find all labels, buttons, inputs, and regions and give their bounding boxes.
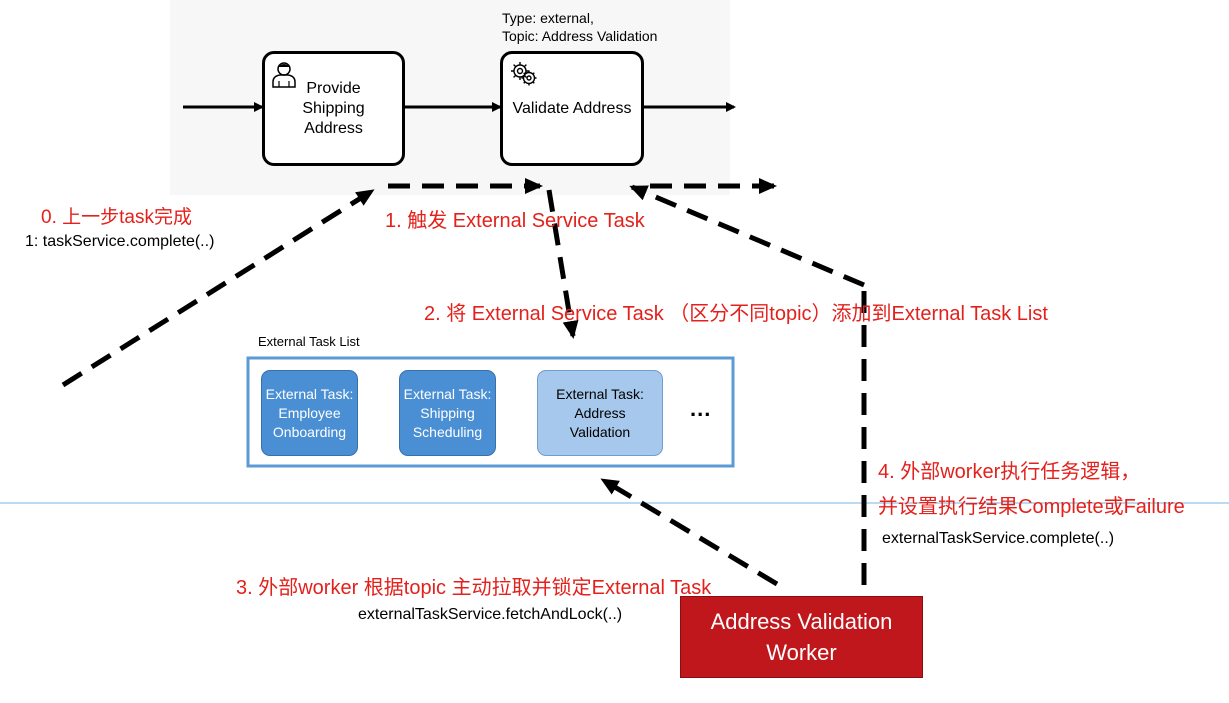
step4-arrow <box>629 184 865 288</box>
external-task-list-title: External Task List <box>258 334 360 349</box>
step0-code: 1: taskService.complete(..) <box>25 233 215 250</box>
external-task-card[interactable]: External Task: Employee Onboarding <box>261 370 358 456</box>
address-validation-worker[interactable]: Address Validation Worker <box>680 596 923 678</box>
task-validate-address[interactable]: Validate Address <box>500 51 644 166</box>
external-task-card-highlighted[interactable]: External Task: Address Validation <box>537 370 663 456</box>
task-label: Validate Address <box>512 99 632 117</box>
step0-title: 0. 上一步task完成 <box>41 207 192 228</box>
step1-label: 1. 触发 External Service Task <box>385 210 645 232</box>
gear-icon <box>511 62 537 86</box>
task-provide-shipping-address[interactable]: Provide Shipping Address <box>262 51 405 166</box>
step4-code: externalTaskService.complete(..) <box>882 530 1115 547</box>
task-topic-label: Topic: Address Validation <box>502 28 658 44</box>
step3-arrow <box>600 477 779 587</box>
step3-code: externalTaskService.fetchAndLock(..) <box>358 606 623 623</box>
step4-line2: 并设置执行结果Complete或Failure <box>878 496 1185 518</box>
step4-line1: 4. 外部worker执行任务逻辑， <box>878 461 1141 483</box>
step2-label: 2. 将 External Service Task （区分不同topic）添加… <box>424 303 1048 325</box>
step0-arrow <box>61 188 375 388</box>
more-indicator: ... <box>690 396 712 421</box>
external-task-card[interactable]: External Task: Shipping Scheduling <box>399 370 496 456</box>
step3-label: 3. 外部worker 根据topic 主动拉取并锁定External Task <box>236 577 712 599</box>
step2-arrow <box>546 189 579 339</box>
user-icon <box>272 62 296 88</box>
task-type-label: Type: external, <box>502 10 594 26</box>
task-label: Provide Shipping Address <box>302 79 365 137</box>
